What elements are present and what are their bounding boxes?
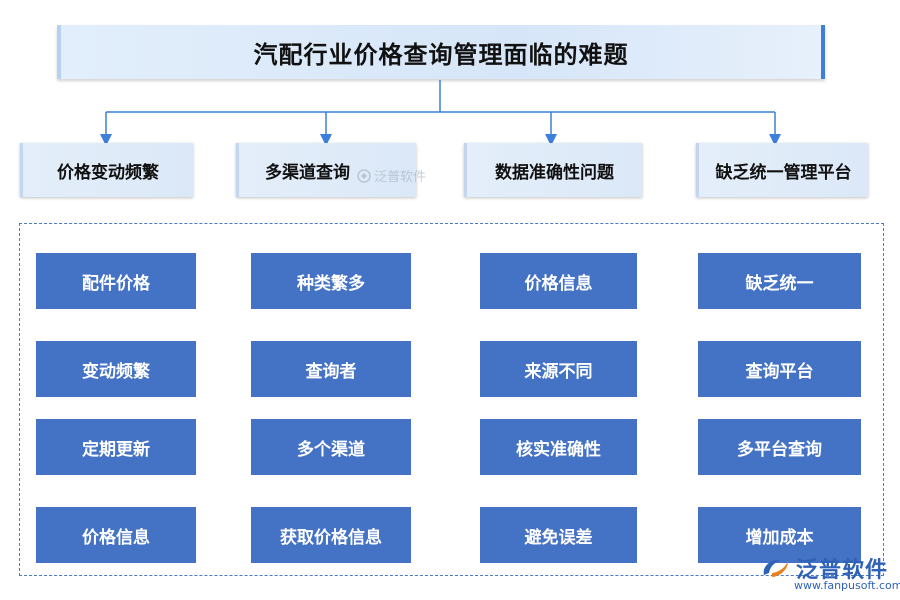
item-col4-row3: 多平台查询	[698, 419, 861, 475]
brand-name: 泛普软件	[796, 558, 889, 583]
brand-logo: 泛普软件	[760, 552, 888, 584]
item-col1-row4: 价格信息	[36, 507, 196, 563]
item-label: 增加成本	[745, 527, 814, 548]
diagram-title-box: 汽配行业价格查询管理面临的难题	[57, 25, 825, 79]
item-col4-row2: 查询平台	[698, 341, 861, 397]
category-box-4: 缺乏统一管理平台	[696, 143, 868, 197]
item-col1-row3: 定期更新	[36, 419, 196, 475]
item-label: 变动频繁	[82, 361, 150, 382]
item-col2-row4: 获取价格信息	[251, 507, 411, 563]
brand-logo-icon	[763, 559, 788, 577]
item-label: 避免误差	[524, 527, 593, 548]
item-col3-row3: 核实准确性	[480, 419, 637, 475]
items-container	[19, 223, 884, 576]
item-label: 多个渠道	[297, 439, 365, 460]
item-label: 价格信息	[82, 527, 150, 548]
category-label: 多渠道查询	[265, 162, 350, 183]
item-label: 缺乏统一	[745, 273, 814, 294]
category-label: 价格变动频繁	[57, 162, 159, 183]
item-col3-row1: 价格信息	[480, 253, 637, 309]
watermark-center-text: 泛普软件	[374, 170, 427, 185]
category-box-1: 价格变动频繁	[20, 143, 193, 197]
item-col2-row1: 种类繁多	[251, 253, 411, 309]
item-col2-row2: 查询者	[251, 341, 411, 397]
watermark-logo-icon	[357, 168, 371, 183]
brand-url: www.fanpusoft.com	[794, 579, 900, 592]
diagram-title: 汽配行业价格查询管理面临的难题	[253, 40, 629, 69]
item-col4-row1: 缺乏统一	[698, 253, 861, 309]
watermark-center: 泛普软件	[357, 166, 426, 185]
item-label: 价格信息	[524, 273, 593, 294]
item-label: 多平台查询	[737, 439, 822, 460]
item-label: 定期更新	[82, 439, 150, 460]
item-label: 获取价格信息	[280, 527, 382, 548]
item-col4-row4: 增加成本	[698, 507, 861, 563]
item-col1-row1: 配件价格	[36, 253, 196, 309]
category-box-2: 多渠道查询	[236, 143, 416, 197]
item-label: 查询平台	[745, 361, 814, 382]
item-col2-row3: 多个渠道	[251, 419, 411, 475]
item-col1-row2: 变动频繁	[36, 341, 196, 397]
category-label: 缺乏统一管理平台	[715, 162, 852, 183]
category-box-3: 数据准确性问题	[464, 143, 642, 197]
item-label: 配件价格	[82, 273, 150, 294]
item-col3-row2: 来源不同	[480, 341, 637, 397]
item-label: 种类繁多	[297, 273, 365, 294]
item-label: 查询者	[305, 361, 357, 382]
item-label: 来源不同	[524, 361, 593, 382]
item-col3-row4: 避免误差	[480, 507, 637, 563]
item-label: 核实准确性	[516, 439, 601, 460]
category-label: 数据准确性问题	[495, 162, 614, 183]
